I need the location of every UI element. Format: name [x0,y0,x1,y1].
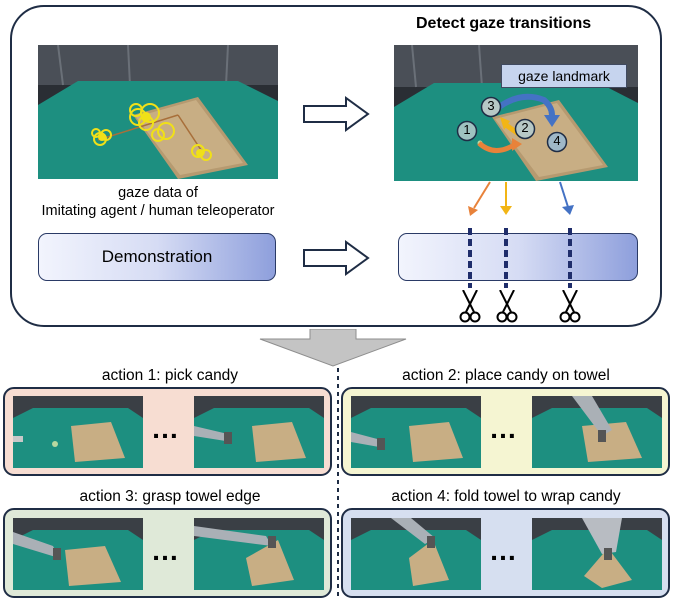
transition-arrows [440,180,590,216]
action-box-4: … [341,508,670,598]
gaze-data-photo [38,45,278,179]
landmark-marker-2: 2 [514,118,536,140]
segmented-timeline [398,233,638,281]
landmark-number: 2 [521,120,529,135]
action-frame-start [351,518,481,590]
right-arrow-icon [302,96,370,132]
landmark-marker-4: 4 [546,131,568,153]
landmark-marker-3: 3 [480,96,502,118]
demonstration-label: Demonstration [101,247,213,266]
scissors-icon [495,290,519,324]
action-frame-end [194,396,324,468]
landmark-number: 3 [487,98,495,113]
action-frame-end [194,518,324,590]
scissors-icon [458,290,482,324]
action-frame-start [13,518,143,590]
down-arrow-icon [258,329,408,367]
action-box-3: … [3,508,332,598]
cut-lines [464,228,584,288]
landmark-number: 4 [553,133,561,148]
ellipsis: … [489,535,519,566]
action-frame-end [532,518,662,590]
action-box-2: … [341,387,670,476]
landmark-marker-1: 1 [456,120,478,142]
scissors-icon [558,290,582,324]
right-arrow-icon [302,240,370,276]
panel-title: Detect gaze transitions [416,15,592,32]
demonstration-box: Demonstration [38,233,276,281]
gaze-caption: gaze data of Imitating agent / human tel… [38,184,278,220]
action-title-1: action 1: pick candy [101,367,239,384]
action-title-4: action 4: fold towel to wrap candy [391,488,621,505]
action-frame-end [532,396,662,468]
section-divider [336,368,340,600]
ellipsis: … [151,413,181,444]
gaze-caption-line2: Imitating agent / human teleoperator [41,203,275,219]
action-title-3: action 3: grasp towel edge [79,488,261,505]
ellipsis: … [151,535,181,566]
action-title-2: action 2: place candy on towel [402,367,610,384]
landmark-number: 1 [463,122,471,137]
ellipsis: … [489,413,519,444]
gaze-caption-line1: gaze data of [118,185,198,201]
action-frame-start [13,396,143,468]
action-box-1: … [3,387,332,476]
action-frame-start [351,396,481,468]
gaze-landmark-label: gaze landmark [501,64,627,88]
